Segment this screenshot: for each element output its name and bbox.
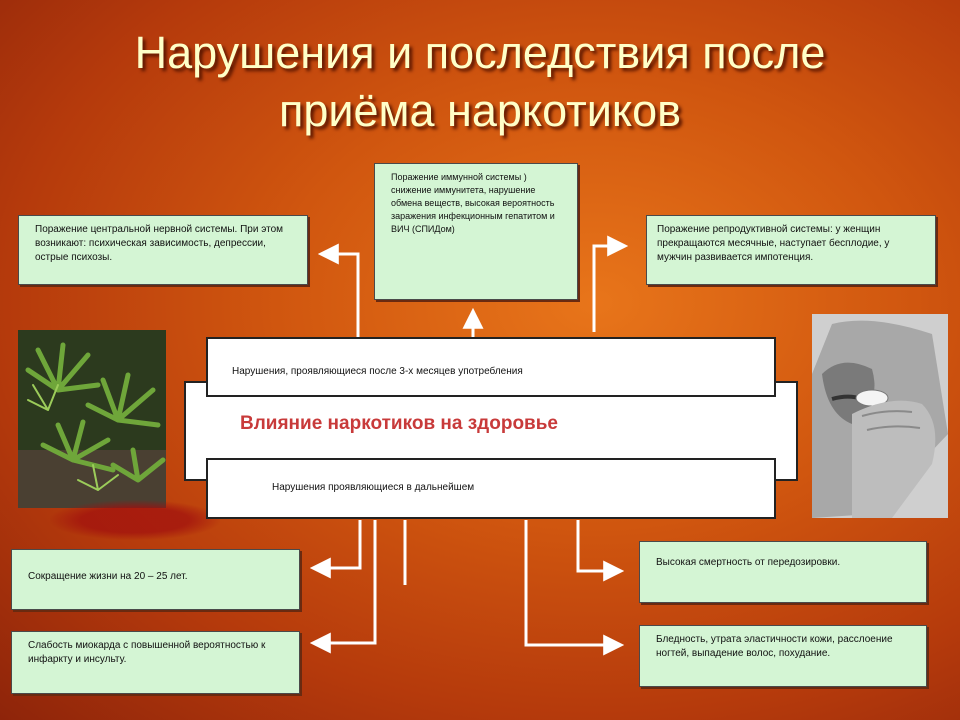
immune-damage-box: Поражение иммунной системы ) снижение им…	[374, 163, 578, 300]
overdose-mortality-box: Высокая смертность от передозировки.	[639, 541, 927, 603]
immune-damage-heading: Поражение иммунной системы )	[391, 172, 527, 182]
cns-damage-box: Поражение центральной нервной системы. П…	[18, 215, 308, 285]
later-effects-panel	[206, 458, 776, 519]
cannabis-plant-image	[18, 330, 166, 508]
reproductive-damage-box: Поражение репродуктивной системы: у женщ…	[646, 215, 936, 285]
pallor-symptoms-text: Бледность, утрата эластичности кожи, рас…	[656, 634, 893, 659]
myocardial-weakness-box: Слабость миокарда с повышенной вероятнос…	[11, 631, 300, 694]
title-line-1: Нарушения и последствия после	[134, 27, 826, 78]
lifespan-reduction-box: Сокращение жизни на 20 – 25 лет.	[11, 549, 300, 610]
person-taking-pill-image	[812, 314, 948, 518]
main-topic-label: Влияние наркотиков на здоровье	[240, 413, 558, 434]
myocardial-weakness-text: Слабость миокарда с повышенной вероятнос…	[28, 640, 266, 665]
slide-title: Нарушения и последствия после приёма нар…	[0, 24, 960, 140]
pallor-symptoms-box: Бледность, утрата эластичности кожи, рас…	[639, 625, 927, 687]
lifespan-reduction-text: Сокращение жизни на 20 – 25 лет.	[28, 571, 188, 582]
immune-damage-text: снижение иммунитета, нарушение обмена ве…	[391, 185, 555, 234]
early-effects-panel	[206, 337, 776, 397]
overdose-mortality-text: Высокая смертность от передозировки.	[656, 557, 841, 568]
early-effects-label: Нарушения, проявляющиеся после 3-х месяц…	[232, 366, 523, 377]
reproductive-damage-text: Поражение репродуктивной системы: у женщ…	[657, 224, 890, 263]
title-line-2: приёма наркотиков	[278, 85, 682, 136]
red-splash-decoration	[50, 500, 220, 540]
later-effects-label: Нарушения проявляющиеся в дальнейшем	[272, 482, 475, 493]
cns-damage-text: Поражение центральной нервной системы. П…	[35, 224, 284, 263]
